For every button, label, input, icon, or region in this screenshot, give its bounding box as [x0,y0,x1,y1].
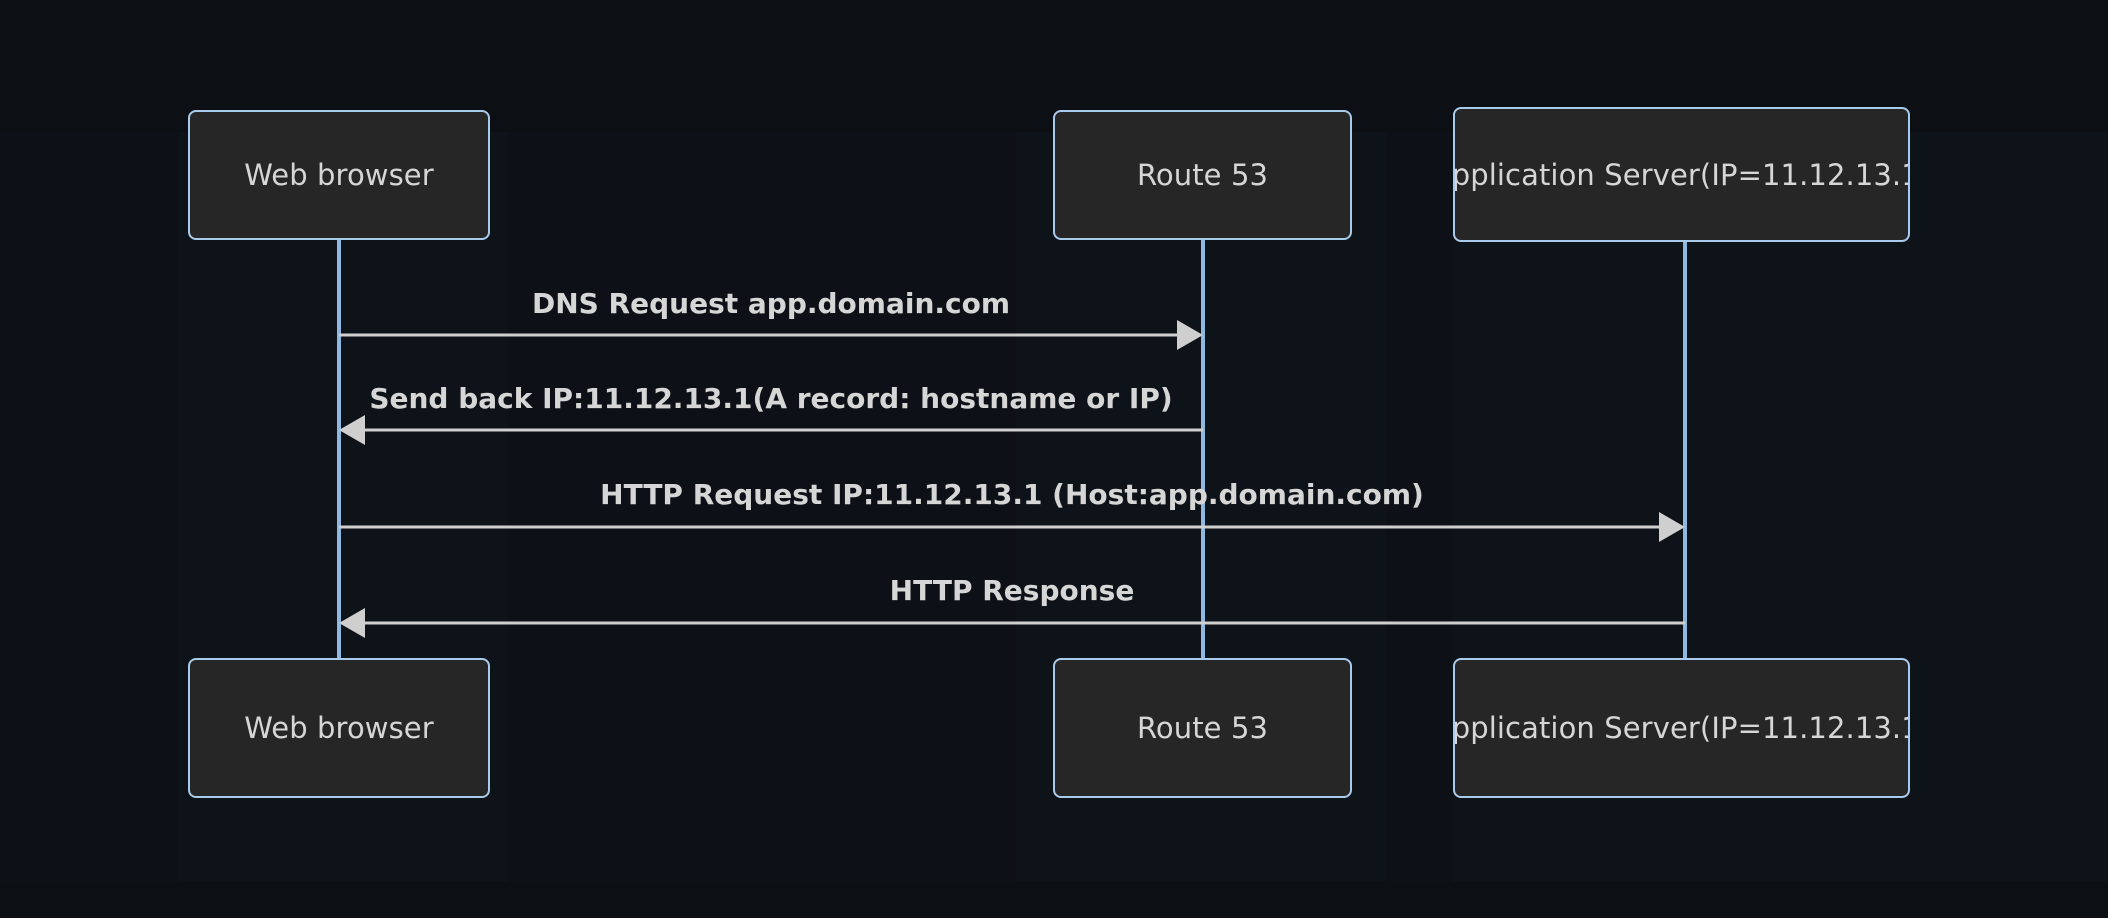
message-arrowhead-2 [339,415,365,445]
actor-box-appserver-top[interactable]: Application Server(IP=11.12.13.1) [1453,107,1910,242]
actor-label-appserver: Application Server(IP=11.12.13.1) [1453,711,1910,745]
actor-box-browser-bottom[interactable]: Web browser [188,658,490,798]
message-arrowhead-3 [1659,512,1685,542]
message-arrowhead-4 [339,608,365,638]
actor-box-route53-top[interactable]: Route 53 [1053,110,1352,240]
arrows-group [339,320,1685,638]
actor-label-browser: Web browser [244,158,434,192]
actor-box-browser-top[interactable]: Web browser [188,110,490,240]
actor-label-route53: Route 53 [1136,158,1269,192]
actor-label-browser: Web browser [244,711,434,745]
actor-label-route53: Route 53 [1136,711,1269,745]
actor-box-route53-bottom[interactable]: Route 53 [1053,658,1352,798]
lifelines-group [337,240,1687,658]
actor-label-appserver: Application Server(IP=11.12.13.1) [1453,157,1910,192]
actor-box-appserver-bottom[interactable]: Application Server(IP=11.12.13.1) [1453,658,1910,798]
message-arrowhead-1 [1177,320,1203,350]
